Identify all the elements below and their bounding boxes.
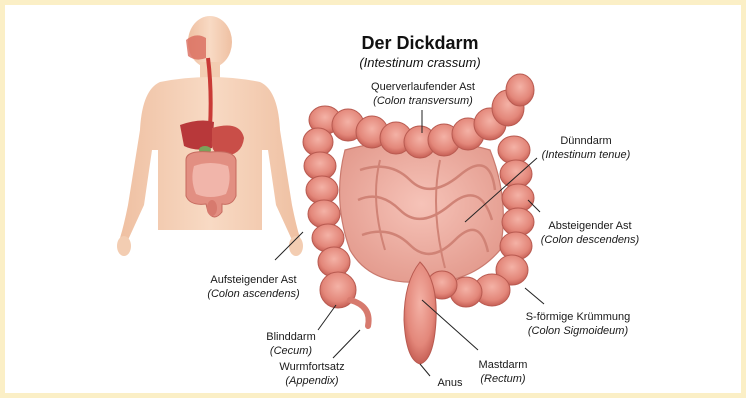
label-de: Mastdarm xyxy=(468,358,538,372)
diagram-title: Der Dickdarm xyxy=(320,33,520,54)
label-de: S-förmige Krümmung xyxy=(515,310,641,324)
diagram-subtitle: (Intestinum crassum) xyxy=(320,55,520,70)
label-la: (Colon ascendens) xyxy=(196,287,311,301)
label-de: Absteigender Ast xyxy=(535,219,645,233)
label-rectum: Mastdarm (Rectum) xyxy=(468,358,538,386)
label-la: (Rectum) xyxy=(468,372,538,386)
label-de: Wurmfortsatz xyxy=(272,360,352,374)
label-de: Blinddarm xyxy=(256,330,326,344)
label-de: Aufsteigender Ast xyxy=(196,273,311,287)
label-colon-ascendens: Aufsteigender Ast (Colon ascendens) xyxy=(196,273,311,301)
label-colon-descendens: Absteigender Ast (Colon descendens) xyxy=(535,219,645,247)
label-appendix: Wurmfortsatz (Appendix) xyxy=(272,360,352,388)
label-de: Querverlaufender Ast xyxy=(348,80,498,94)
label-cecum: Blinddarm (Cecum) xyxy=(256,330,326,358)
label-de: Dünndarm xyxy=(536,134,636,148)
label-la: (Appendix) xyxy=(272,374,352,388)
label-la: (Colon Sigmoideum) xyxy=(515,324,641,338)
label-anus: Anus xyxy=(430,376,470,390)
label-colon-transversum: Querverlaufender Ast (Colon transversum) xyxy=(348,80,498,108)
label-de: Anus xyxy=(430,376,470,390)
large-intestine xyxy=(303,74,534,364)
label-la: (Cecum) xyxy=(256,344,326,358)
label-duenndarm: Dünndarm (Intestinum tenue) xyxy=(536,134,636,162)
label-la: (Intestinum tenue) xyxy=(536,148,636,162)
label-la: (Colon descendens) xyxy=(535,233,645,247)
label-la: (Colon transversum) xyxy=(348,94,498,108)
body-silhouette xyxy=(117,16,303,256)
label-colon-sigmoideum: S-förmige Krümmung (Colon Sigmoideum) xyxy=(515,310,641,338)
